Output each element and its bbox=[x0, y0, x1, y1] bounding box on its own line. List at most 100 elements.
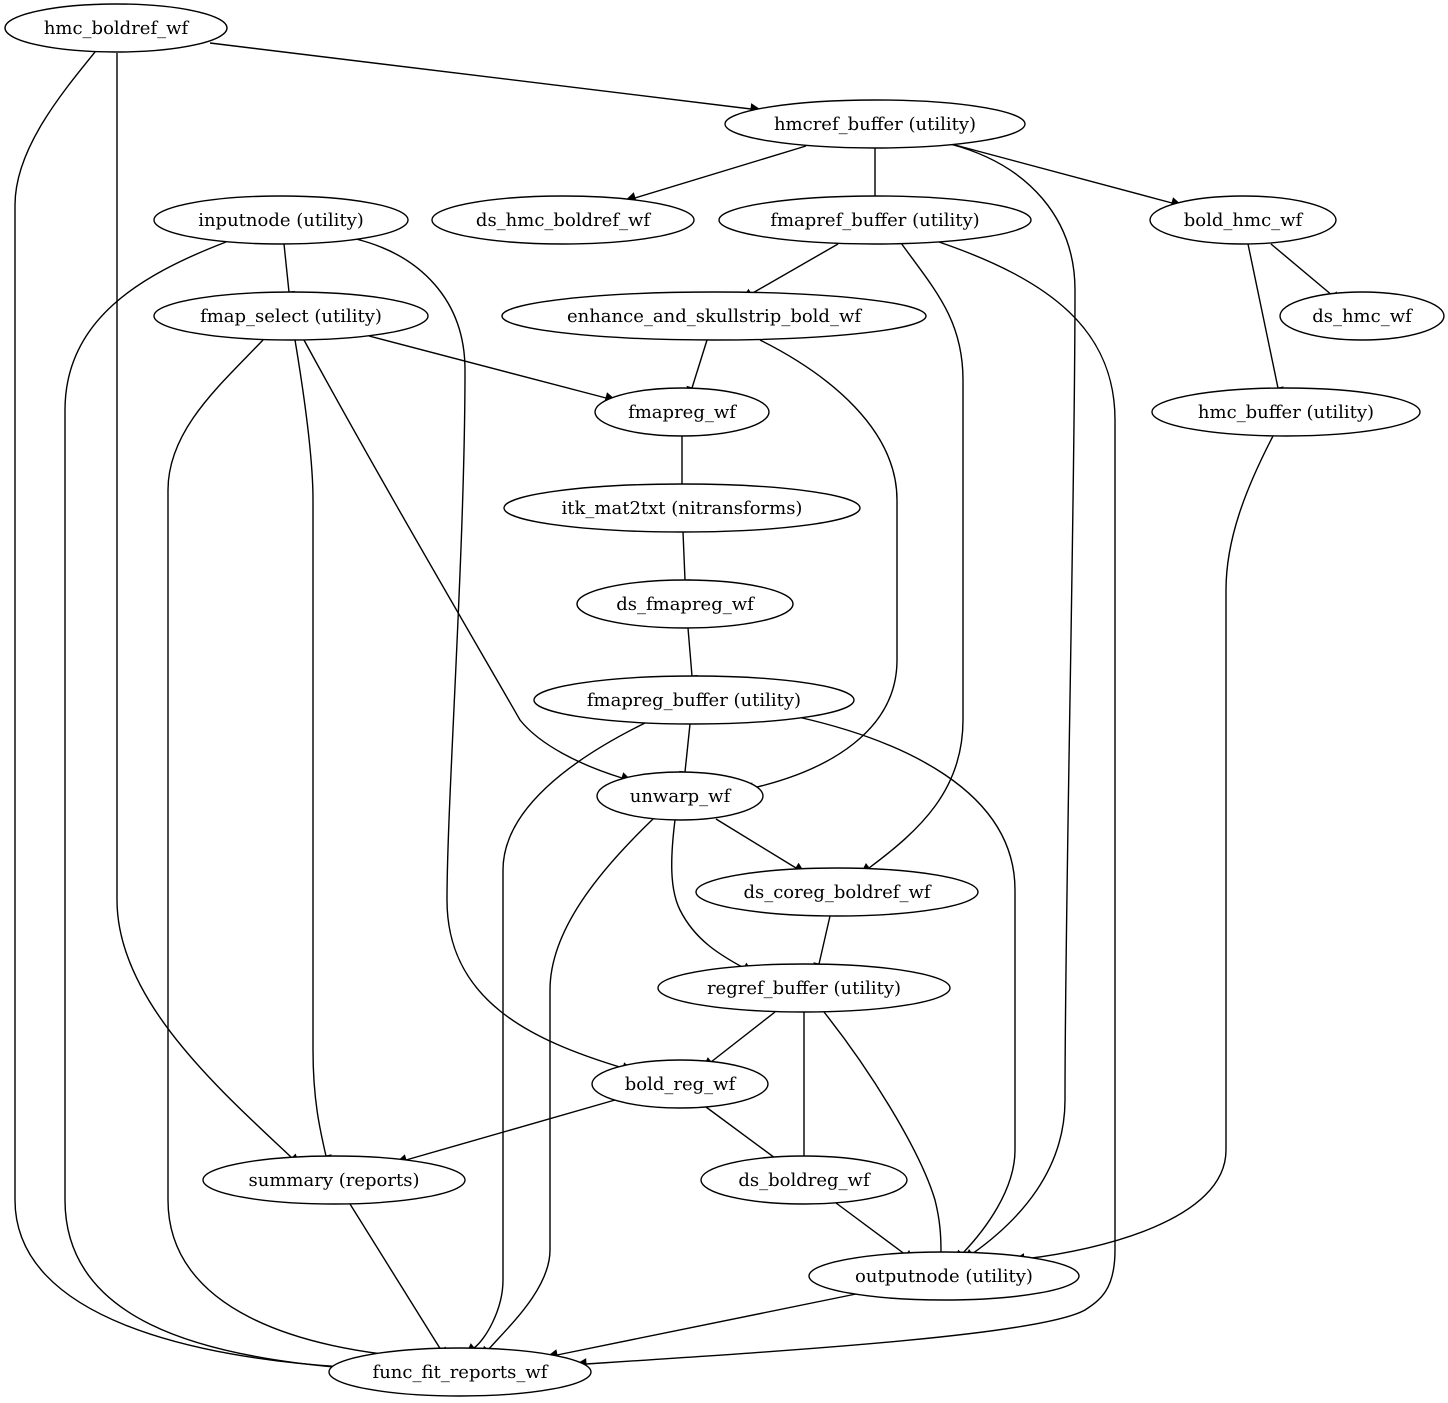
edge-line bbox=[167, 339, 426, 1359]
node-label: fmapreg_wf bbox=[628, 402, 737, 423]
node-ellipse bbox=[4, 3, 228, 53]
edge-bold_reg_wf-to-summary bbox=[395, 1099, 616, 1166]
node-label: hmcref_buffer (utility) bbox=[774, 114, 976, 135]
node-ellipse bbox=[1149, 195, 1337, 245]
node-func_fit_reports_wf[interactable]: func_fit_reports_wf bbox=[328, 1347, 592, 1397]
edge-unwarp_wf-to-ds_coreg_boldref_wf bbox=[715, 818, 806, 874]
edge-line bbox=[954, 144, 1173, 204]
edge-line bbox=[585, 241, 1116, 1365]
node-ellipse bbox=[503, 483, 861, 533]
node-ds_hmc_boldref_wf[interactable]: ds_hmc_boldref_wf bbox=[431, 195, 695, 245]
node-hmc_buffer[interactable]: hmc_buffer (utility) bbox=[1151, 387, 1421, 437]
node-fmapreg_buffer[interactable]: fmapreg_buffer (utility) bbox=[533, 675, 855, 725]
edge-line bbox=[797, 716, 1016, 1255]
node-ellipse bbox=[724, 99, 1026, 149]
node-ellipse bbox=[202, 1155, 466, 1205]
node-ellipse bbox=[591, 1059, 769, 1109]
node-ds_coreg_boldref_wf[interactable]: ds_coreg_boldref_wf bbox=[695, 867, 979, 917]
edge-line bbox=[405, 1099, 616, 1161]
edge-line bbox=[687, 627, 693, 677]
edge-line bbox=[283, 243, 290, 293]
node-ellipse bbox=[596, 771, 764, 821]
node-label: regref_buffer (utility) bbox=[707, 978, 901, 999]
edge-line bbox=[682, 531, 686, 581]
node-label: inputnode (utility) bbox=[198, 210, 364, 231]
edge-hmc_buffer-to-outputnode bbox=[1012, 435, 1274, 1265]
edge-line bbox=[705, 1106, 780, 1162]
node-ellipse bbox=[695, 867, 979, 917]
node-ds_boldreg_wf[interactable]: ds_boldreg_wf bbox=[700, 1155, 908, 1205]
edge-line bbox=[64, 241, 346, 1369]
edge-fmap_select-to-func_fit_reports_wf bbox=[167, 339, 437, 1364]
edge-line bbox=[634, 145, 807, 199]
node-regref_buffer[interactable]: regref_buffer (utility) bbox=[657, 963, 951, 1013]
node-ds_hmc_wf[interactable]: ds_hmc_wf bbox=[1279, 291, 1445, 341]
edge-fmapreg_buffer-to-func_fit_reports_wf bbox=[465, 722, 646, 1355]
edge-hmc_boldref_wf-to-hmcref_buffer bbox=[209, 42, 763, 115]
edge-line bbox=[473, 722, 646, 1349]
node-label: func_fit_reports_wf bbox=[373, 1362, 549, 1383]
edge-line bbox=[1247, 243, 1279, 389]
node-label: ds_hmc_boldref_wf bbox=[476, 210, 651, 231]
node-hmcref_buffer[interactable]: hmcref_buffer (utility) bbox=[724, 99, 1026, 149]
node-ellipse bbox=[328, 1347, 592, 1397]
node-hmc_boldref_wf[interactable]: hmc_boldref_wf bbox=[4, 3, 228, 53]
edge-line bbox=[715, 818, 797, 869]
node-itk_mat2txt[interactable]: itk_mat2txt (nitransforms) bbox=[503, 483, 861, 533]
node-label: hmc_buffer (utility) bbox=[1198, 402, 1374, 423]
edge-line bbox=[818, 915, 831, 965]
node-label: summary (reports) bbox=[249, 1170, 420, 1191]
node-label: outputnode (utility) bbox=[855, 1266, 1033, 1287]
node-label: ds_coreg_boldref_wf bbox=[743, 882, 931, 903]
edge-line bbox=[750, 243, 839, 295]
node-label: fmap_select (utility) bbox=[200, 306, 382, 327]
node-enhance_and_skullstrip_bold_wf[interactable]: enhance_and_skullstrip_bold_wf bbox=[501, 291, 927, 341]
node-label: fmapreg_buffer (utility) bbox=[587, 690, 801, 711]
edge-hmcref_buffer-to-bold_hmc_wf bbox=[954, 144, 1183, 209]
node-outputnode[interactable]: outputnode (utility) bbox=[808, 1251, 1080, 1301]
edge-line bbox=[209, 42, 752, 110]
node-fmap_select[interactable]: fmap_select (utility) bbox=[153, 291, 429, 341]
node-label: enhance_and_skullstrip_bold_wf bbox=[567, 306, 862, 327]
node-fmapreg_wf[interactable]: fmapreg_wf bbox=[594, 387, 770, 437]
nodes-layer: hmc_boldref_wf hmcref_buffer (utility) inp… bbox=[4, 3, 1445, 1397]
node-label: bold_hmc_wf bbox=[1184, 210, 1304, 231]
edge-ds_boldreg_wf-to-outputnode bbox=[835, 1202, 915, 1262]
edge-line bbox=[556, 1293, 857, 1356]
node-ellipse bbox=[501, 291, 927, 341]
node-label: ds_hmc_wf bbox=[1312, 306, 1413, 327]
edge-fmap_select-to-summary bbox=[294, 339, 332, 1167]
node-ellipse bbox=[576, 579, 794, 629]
edge-line bbox=[1023, 435, 1274, 1260]
node-ellipse bbox=[718, 195, 1032, 245]
node-bold_hmc_wf[interactable]: bold_hmc_wf bbox=[1149, 195, 1337, 245]
node-ellipse bbox=[153, 291, 429, 341]
node-ds_fmapreg_wf[interactable]: ds_fmapreg_wf bbox=[576, 579, 794, 629]
node-ellipse bbox=[657, 963, 951, 1013]
node-ellipse bbox=[1279, 291, 1445, 341]
node-label: fmapref_buffer (utility) bbox=[770, 210, 979, 231]
edge-hmcref_buffer-to-outputnode bbox=[949, 143, 1076, 1261]
edge-inputnode-to-bold_reg_wf bbox=[355, 238, 634, 1074]
node-fmapref_buffer[interactable]: fmapref_buffer (utility) bbox=[718, 195, 1032, 245]
edge-regref_buffer-to-outputnode bbox=[823, 1011, 947, 1264]
edge-line bbox=[349, 1203, 442, 1351]
node-summary[interactable]: summary (reports) bbox=[202, 1155, 466, 1205]
edge-line bbox=[368, 335, 607, 399]
edge-line bbox=[1270, 243, 1334, 297]
node-ellipse bbox=[153, 195, 409, 245]
edge-line bbox=[691, 339, 708, 389]
edge-line bbox=[684, 723, 691, 773]
node-bold_reg_wf[interactable]: bold_reg_wf bbox=[591, 1059, 769, 1109]
node-inputnode[interactable]: inputnode (utility) bbox=[153, 195, 409, 245]
edge-line bbox=[868, 242, 964, 869]
edge-bold_hmc_wf-to-hmc_buffer bbox=[1247, 243, 1284, 399]
edge-line bbox=[355, 238, 624, 1069]
node-unwarp_wf[interactable]: unwarp_wf bbox=[596, 771, 764, 821]
node-label: bold_reg_wf bbox=[625, 1074, 737, 1095]
edge-fmapref_buffer-to-enhance_and_skullstrip_bold_wf bbox=[741, 243, 839, 300]
edge-line bbox=[671, 819, 745, 969]
node-ellipse bbox=[594, 387, 770, 437]
edge-line bbox=[116, 53, 293, 1159]
edge-regref_buffer-to-bold_reg_wf bbox=[702, 1011, 776, 1069]
